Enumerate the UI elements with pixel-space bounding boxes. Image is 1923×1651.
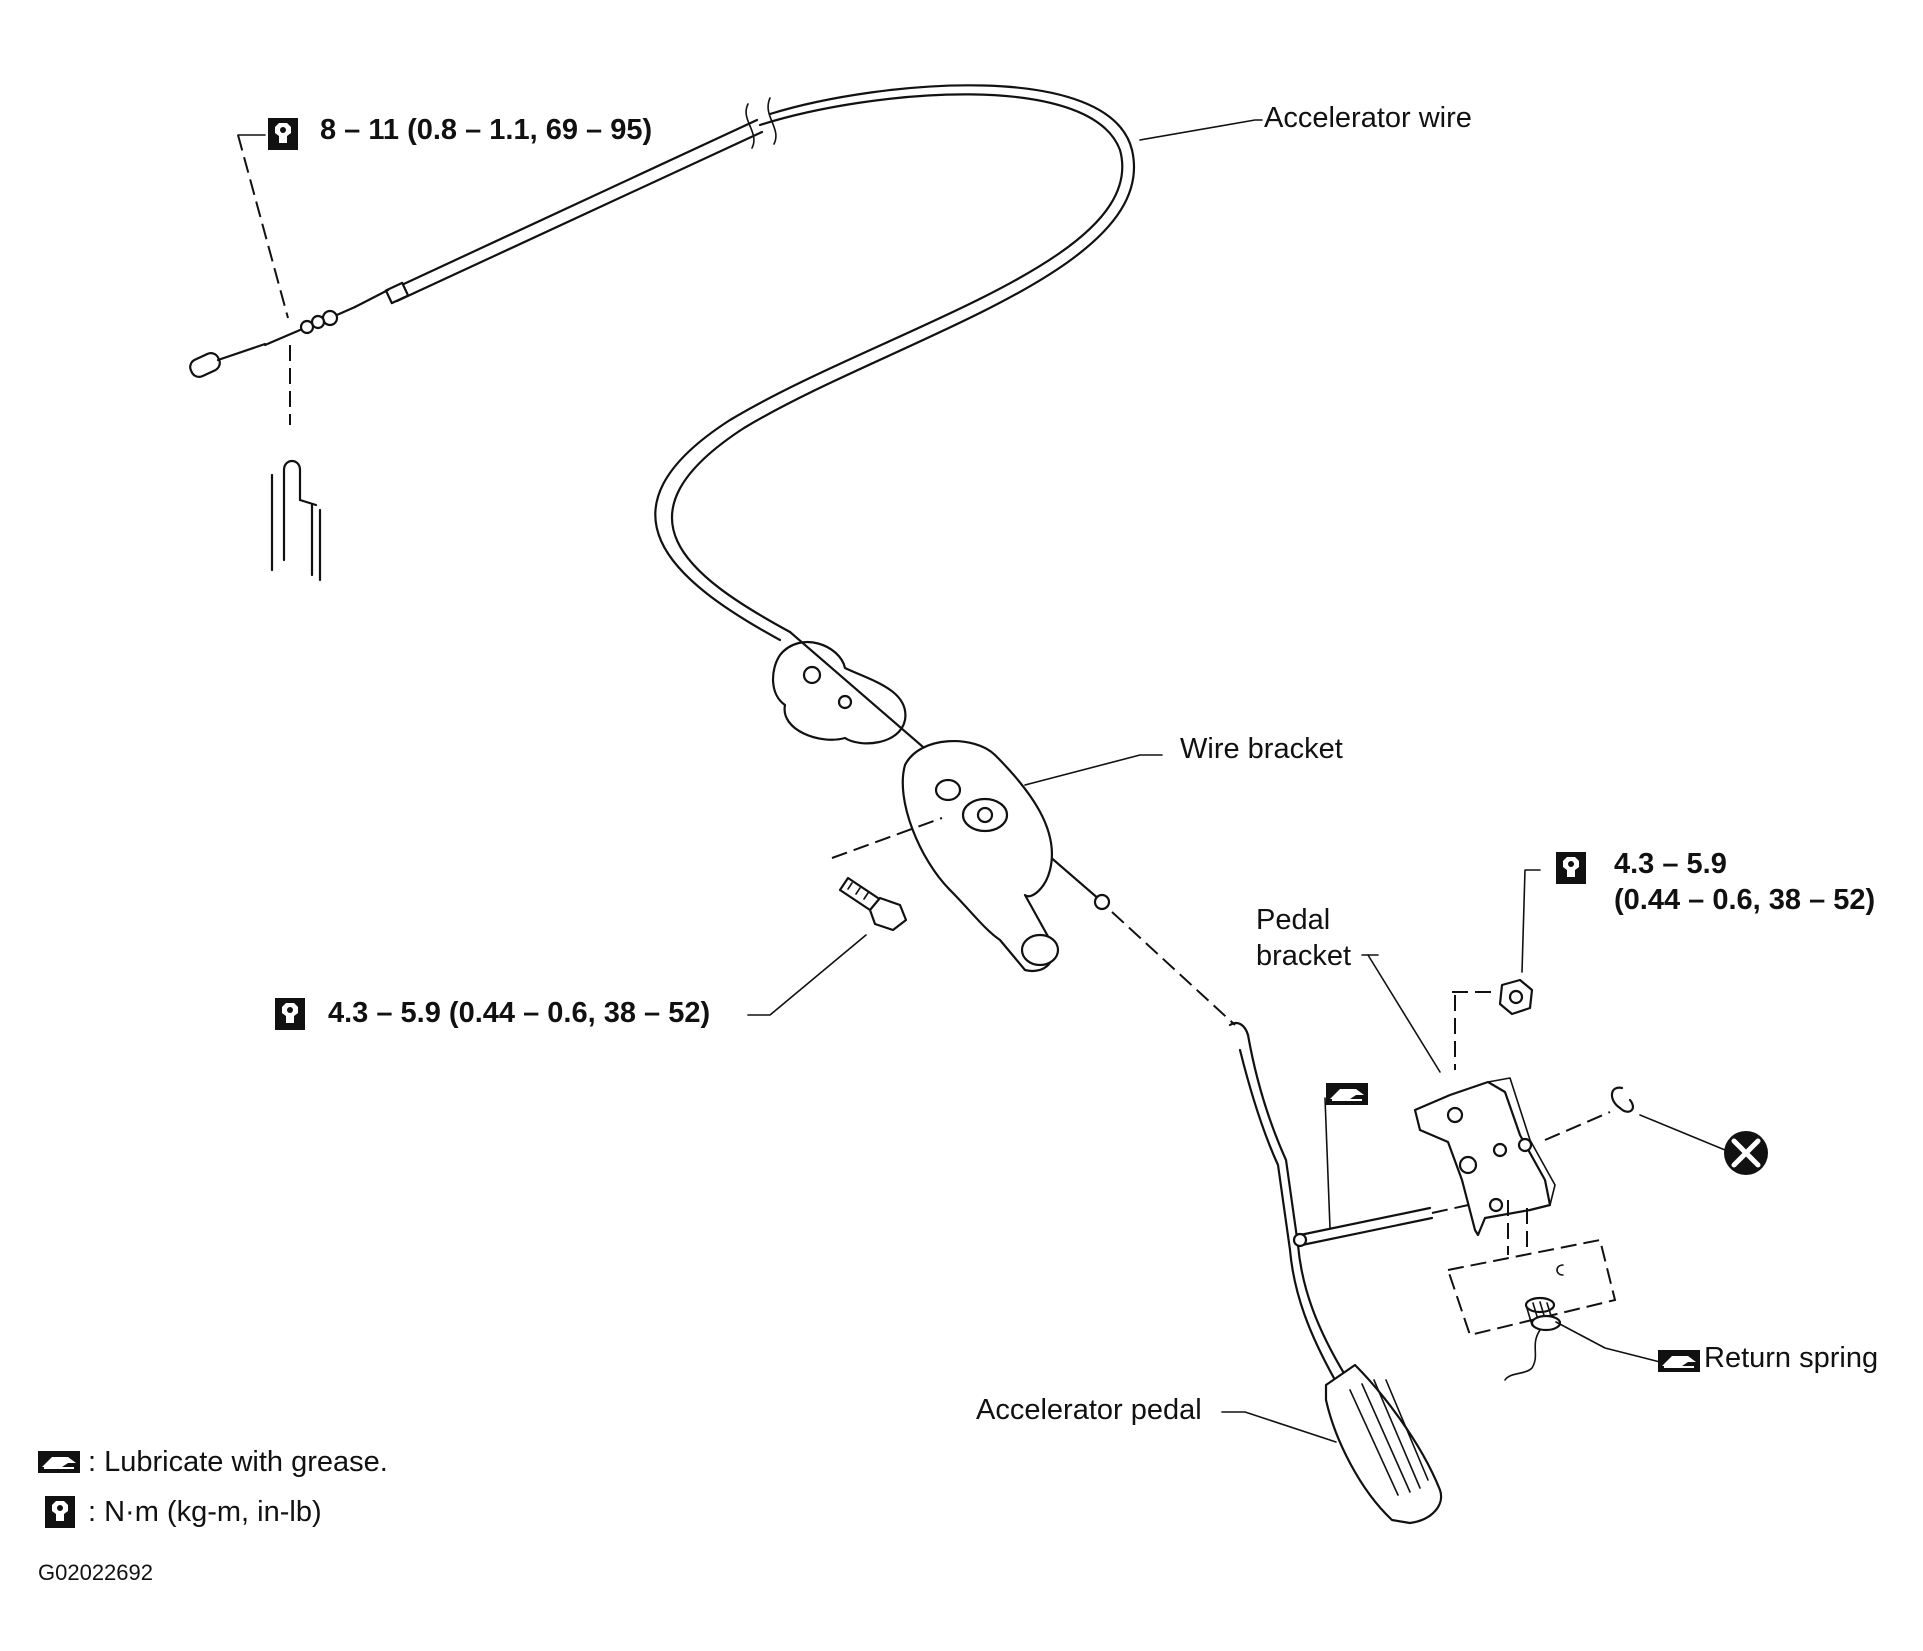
bracket-bolt <box>831 817 943 932</box>
torque-wrench-icon <box>275 998 305 1030</box>
pedal-hookup-dash <box>1111 911 1236 1026</box>
do-not-reuse-icon <box>1724 1131 1768 1175</box>
wire-bracket <box>901 739 1060 973</box>
throttle-lever <box>270 459 322 582</box>
return-spring-detail <box>1446 1200 1617 1337</box>
grease-icon <box>38 1451 80 1473</box>
accelerator-pedal <box>1228 1021 1443 1525</box>
pedal-nut-torque-spec-line2: (0.44 – 0.6, 38 – 52) <box>1614 884 1876 916</box>
throttle-end-leader <box>237 134 289 319</box>
grease-icon <box>1326 1083 1368 1105</box>
return-spring <box>1504 1296 1671 1381</box>
torque-wrench-icon <box>268 118 298 150</box>
bracket-bolt-torque-spec: 4.3 – 5.9 (0.44 – 0.6, 38 – 52) <box>328 997 711 1029</box>
torque-wrench-icon <box>1556 852 1586 884</box>
pedal-nut <box>1452 869 1541 1070</box>
throttle-end-torque-spec: 8 – 11 (0.8 – 1.1, 69 – 95) <box>320 114 653 146</box>
accelerator-pedal-leader <box>1221 1411 1337 1443</box>
figure-code: G02022692 <box>38 1560 153 1585</box>
pedal-bracket <box>1367 954 1556 1237</box>
torque-wrench-icon <box>45 1496 75 1528</box>
legend-grease-text: : Lubricate with grease. <box>88 1446 388 1478</box>
accelerator-wire-label: Accelerator wire <box>1264 102 1472 134</box>
pedal-bracket-label-line1: Pedal <box>1256 904 1331 936</box>
accelerator-wire <box>189 84 1136 642</box>
grommet <box>772 641 907 745</box>
pedal-nut-torque-spec-line1: 4.3 – 5.9 <box>1614 848 1727 880</box>
grease-icon <box>1658 1350 1700 1372</box>
snap-ring <box>1544 1086 1726 1151</box>
wire-bracket-leader <box>1024 754 1163 786</box>
legend-torque-text: : N·m (kg-m, in-lb) <box>88 1496 322 1528</box>
bracket-bolt-leader <box>747 934 867 1016</box>
return-spring-label: Return spring <box>1704 1342 1879 1374</box>
pedal-bracket-label-line2: bracket <box>1256 940 1352 972</box>
accelerator-pedal-label: Accelerator pedal <box>976 1394 1202 1426</box>
wire-bracket-label: Wire bracket <box>1180 733 1343 765</box>
accelerator-wire-leader <box>1139 119 1263 141</box>
pivot-pin <box>1292 1097 1501 1248</box>
